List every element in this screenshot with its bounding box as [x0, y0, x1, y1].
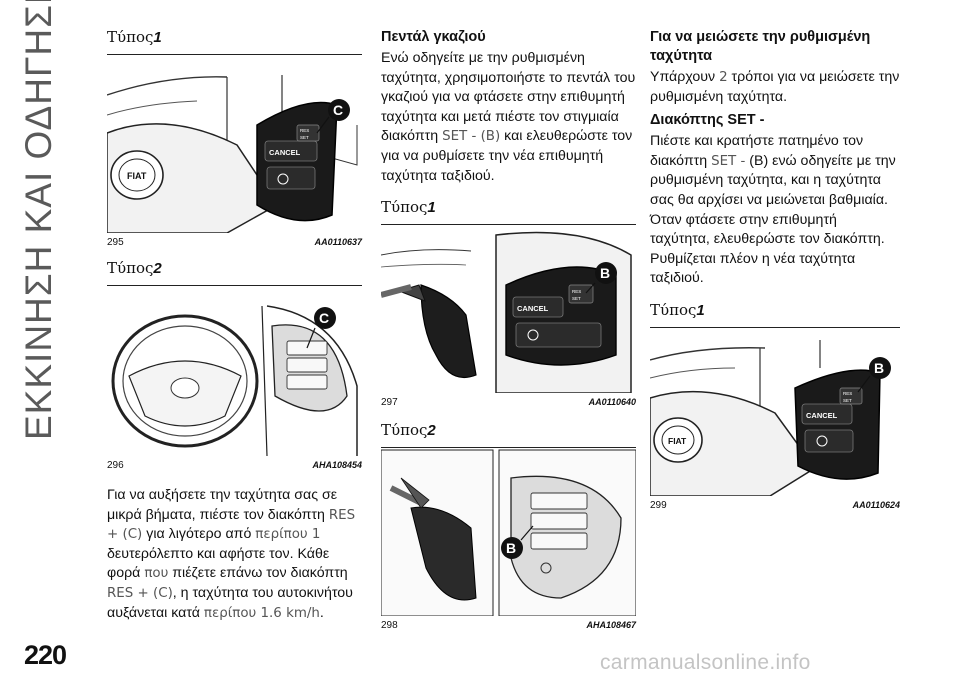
figure-number: 295	[107, 237, 124, 248]
cancel-button-label: CANCEL	[806, 411, 838, 420]
type-number: 1	[153, 29, 162, 46]
callout-b: B	[506, 540, 516, 556]
text-run: RES + (C)	[107, 507, 356, 543]
figure-caption: 298 AHA108467	[381, 620, 636, 632]
text-run: (B) ενώ οδηγείτε με την ρυθμισμένη ταχύτ…	[650, 152, 896, 287]
type-1-label: Τύπος1	[381, 198, 636, 217]
svg-text:FIAT: FIAT	[668, 436, 687, 446]
type-word: Τύπος	[650, 300, 697, 319]
accelerator-pedal-heading: Πεντάλ γκαζιού	[381, 29, 486, 45]
text-run: RES + (C)	[107, 585, 173, 601]
cancel-button-label: CANCEL	[517, 304, 549, 313]
type-word: Τύπος	[381, 421, 428, 440]
type-number: 1	[696, 301, 705, 319]
steering-wheel-illustration: C	[111, 305, 358, 456]
text-run: περίπου 1.6 km/h	[203, 605, 320, 621]
chapter-sidebar-title: ΕΚΚΙΝΗΣΗ ΚΑΙ ΟΔΗΓΗΣΗ	[18, 0, 59, 440]
text-run: Υπάρχουν	[650, 69, 720, 85]
text-run: πιέζετε επάνω τον διακόπτη	[168, 565, 348, 582]
figure-code: AHA108467	[586, 620, 636, 631]
figure-295: FIAT CANCEL RES SET C 295 AA0110637	[107, 54, 362, 249]
steering-wheel-illustration: FIAT CANCEL RES SET C	[107, 75, 358, 233]
type-number: 2	[427, 422, 436, 440]
column-2: Πεντάλ γκαζιού Ενώ οδηγείτε με την ρυθμι…	[381, 28, 636, 632]
callout-c: C	[319, 310, 329, 326]
text-run: που	[144, 566, 169, 582]
figure-number: 298	[381, 620, 398, 632]
figure-code: AHA108454	[312, 460, 362, 470]
set-label: SET	[843, 398, 852, 403]
figure-caption: 296 AHA108454	[107, 460, 362, 472]
figure-code: AA0110637	[314, 237, 362, 247]
figure-number: 299	[650, 499, 667, 511]
text-run: , η ταχύτητα του αυτοκινήτου αυξάνεται κ…	[107, 584, 353, 621]
figure-code: AA0110624	[852, 499, 900, 510]
steering-wheel-illustration: CANCEL RES SET B	[381, 231, 632, 394]
figure-caption: 295 AA0110637	[107, 237, 362, 249]
text-run: δευτερόλεπτο και αφήστε τον. Κάθε φορά	[107, 545, 330, 582]
steering-wheel-illustration: FIAT CANCEL RES SET B	[650, 339, 891, 496]
type-word: Τύπος	[107, 28, 154, 46]
text-run: 2	[719, 70, 728, 85]
callout-b: B	[874, 360, 884, 376]
type-1-label: Τύπος1	[107, 28, 362, 47]
figure-298: B 298 AHA108467	[381, 447, 636, 632]
figure-code: AA0110640	[588, 397, 636, 408]
figure-297: CANCEL RES SET B 297 AA0110640	[381, 224, 636, 409]
figure-number: 296	[107, 460, 124, 471]
callout-c: C	[333, 102, 343, 118]
text-run: Πιέστε και κρατήστε πατημένο τον διακόπτ…	[650, 133, 864, 169]
cancel-button-label: CANCEL	[269, 148, 301, 157]
text-run: για λιγότερο από	[142, 526, 256, 543]
type-2-label: Τύπος2	[107, 259, 362, 278]
figure-number: 297	[381, 397, 398, 409]
figure-299: FIAT CANCEL RES SET B 299 AA0110624	[650, 326, 900, 512]
res-label: RES	[572, 289, 581, 294]
type-word: Τύπος	[381, 198, 428, 217]
increase-speed-paragraph: Για να αυξήσετε την ταχύτητα σας σε μικρ…	[107, 486, 362, 623]
type-2-label: Τύπος2	[381, 421, 636, 440]
figure-caption: 299 AA0110624	[650, 500, 900, 512]
accelerator-paragraph: Ενώ οδηγείτε με την ρυθμισμένη ταχύτητα,…	[381, 49, 636, 186]
text-run: τρόποι για να μειώσετε την ρυθμισμένη τα…	[650, 69, 900, 105]
steering-wheel-illustration: B	[381, 449, 636, 617]
page-number: 220	[24, 640, 67, 670]
text-run: SET -	[711, 153, 746, 169]
type-number: 2	[153, 260, 162, 277]
set-minus-paragraph: Πιέστε και κρατήστε πατημένο τον διακόπτ…	[650, 132, 900, 289]
res-label: RES	[843, 391, 852, 396]
text-run: Για να αυξήσετε την ταχύτητα σας σε μικρ…	[107, 487, 338, 523]
set-minus-subheading: Διακόπτης SET -	[650, 112, 765, 129]
text-run: SET - (B)	[442, 129, 501, 145]
watermark: carmanualsonline.info	[600, 651, 811, 674]
set-label: SET	[300, 135, 309, 140]
decrease-intro-paragraph: Υπάρχουν 2 τρόποι για να μειώσετε την ρυ…	[650, 68, 900, 107]
type-word: Τύπος	[107, 259, 154, 277]
figure-296: C 296 AHA108454	[107, 285, 362, 472]
text-run: περίπου 1	[255, 527, 321, 543]
column-1: Τύπος1 FIAT CANCEL RES SET C	[107, 28, 362, 623]
text-run: Ενώ οδηγείτε με την ρυθμισμένη ταχύτητα,…	[381, 50, 636, 145]
text-run: και ελευθερώστε τον για να ρυθμίσετε την…	[381, 128, 633, 184]
column-3: Για να μειώσετε την ρυθμισμένη ταχύτητα …	[650, 28, 900, 512]
figure-caption: 297 AA0110640	[381, 397, 636, 409]
set-label: SET	[572, 296, 581, 301]
decrease-speed-heading: Για να μειώσετε την ρυθμισμένη ταχύτητα	[650, 29, 871, 64]
callout-b: B	[600, 265, 610, 281]
text-run: .	[319, 604, 324, 621]
type-number: 1	[427, 199, 436, 217]
type-1-label: Τύπος1	[650, 301, 900, 320]
svg-text:FIAT: FIAT	[127, 171, 147, 181]
res-label: RES	[300, 128, 309, 133]
